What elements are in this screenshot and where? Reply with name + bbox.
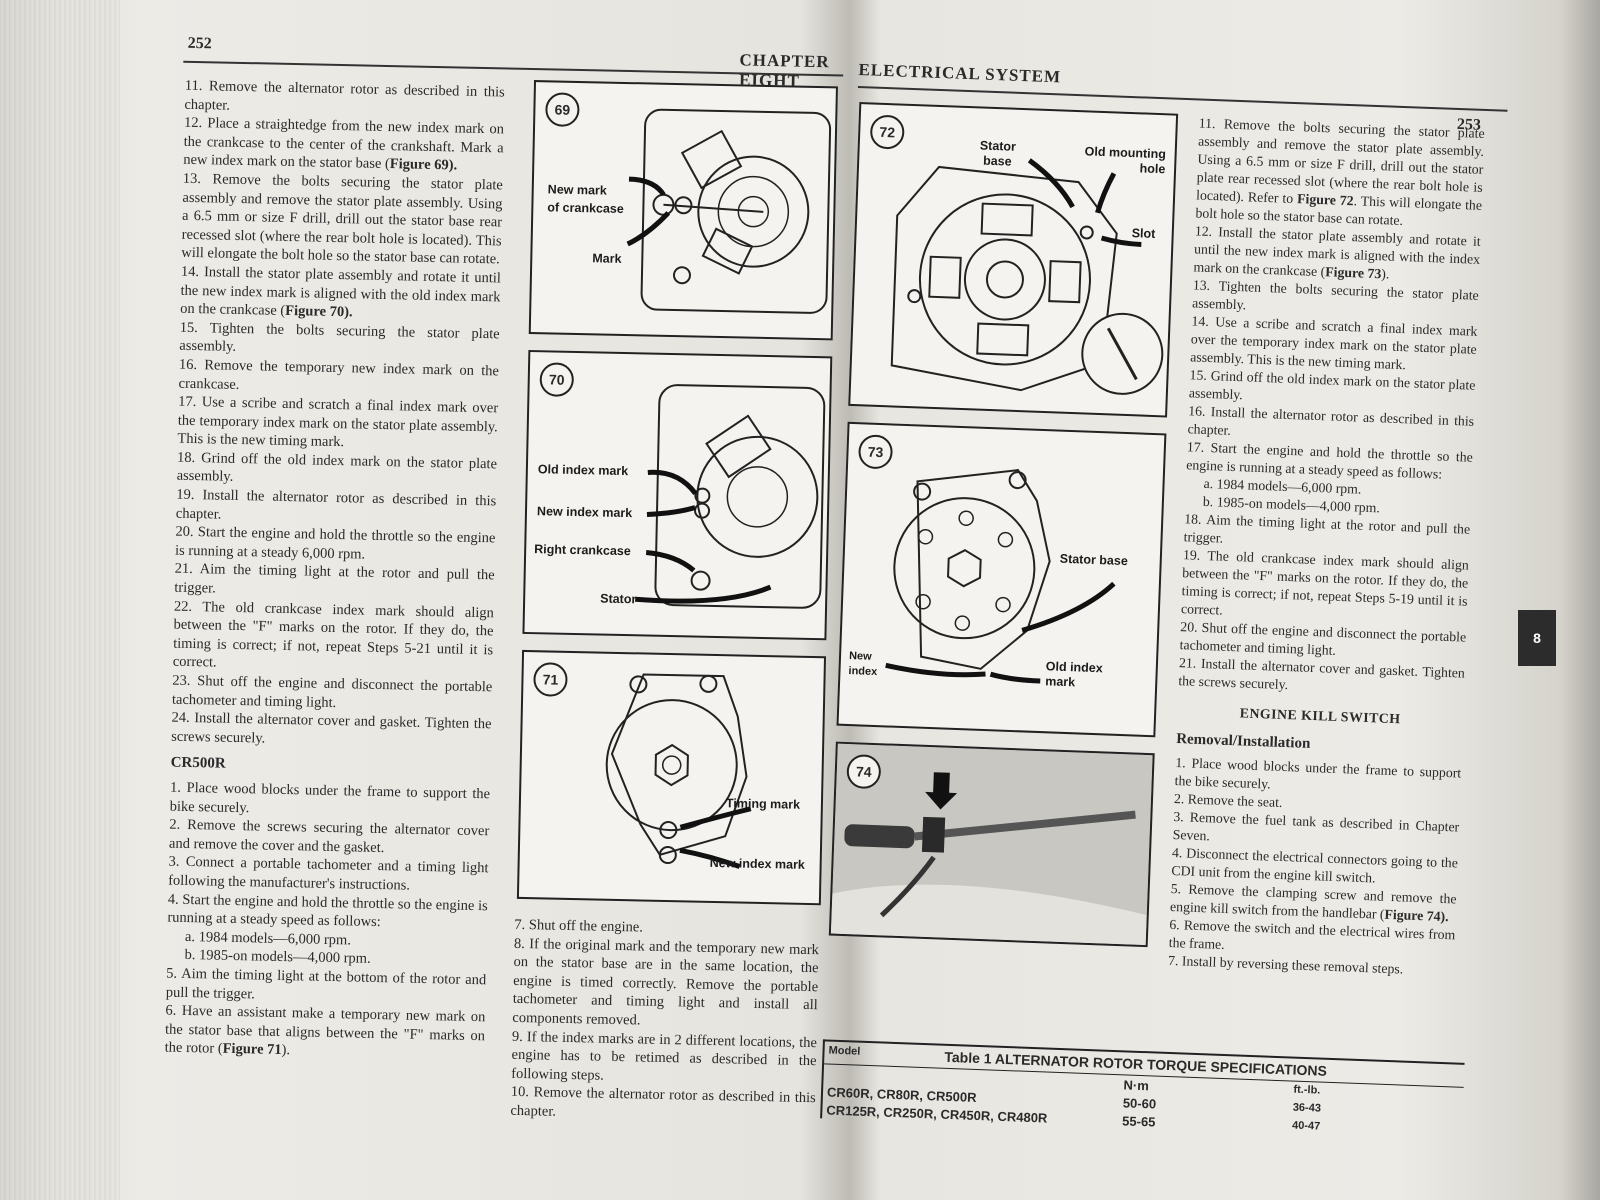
left-text-column-2: 7. Shut off the engine. 8. If the origin… (510, 916, 819, 1127)
right-page: ELECTRICAL SYSTEM 253 72 (817, 30, 1539, 1200)
step: 24. Install the alternator cover and gas… (171, 709, 492, 747)
step: 12. Place a straightedge from the new in… (183, 114, 505, 174)
section-heading-cr500r: CR500R (170, 754, 226, 773)
label-new-index-mark: New index mark (536, 504, 633, 521)
table-col-model: Model (828, 1044, 861, 1058)
subheading-removal: Removal/Installation (1175, 731, 1311, 752)
step: 3. Connect a portable tachometer and a t… (168, 853, 489, 894)
left-page-number: 252 (187, 34, 212, 53)
step: 19. The old crankcase index mark should … (1180, 547, 1470, 618)
step: 14. Install the stator plate assembly an… (179, 263, 502, 321)
step: 4. Start the engine and hold the throttl… (167, 891, 488, 931)
table-col-ftlb: ft.-lb. (1293, 1083, 1321, 1097)
label-mark: Mark (592, 251, 622, 266)
stator-drawing-icon (626, 108, 832, 314)
step: 17. Use a scribe and scratch a final ind… (177, 393, 499, 451)
book-edge (0, 0, 120, 1200)
step: 11. Remove the bolts securing the stator… (1195, 115, 1485, 229)
label-slot: Slot (1131, 226, 1156, 241)
right-text-column: 11. Remove the bolts securing the stator… (1168, 114, 1485, 980)
figure-74: 74 (828, 741, 1155, 948)
table-col-nm: N·m (1123, 1077, 1150, 1094)
step: 6. Have an assistant make a temporary ne… (164, 1002, 486, 1059)
label-new-index-mark: New index mark (709, 855, 805, 872)
label-old-index-mark: Old index mark (537, 462, 629, 479)
figure-70: 70 Old index mark New index mark Right c… (522, 349, 833, 641)
chapter-tab: 8 (1518, 610, 1556, 666)
step: 13. Remove the bolts securing the stator… (181, 170, 503, 268)
step: 10. Remove the alternator rotor as descr… (510, 1084, 816, 1120)
label-timing-mark: Timing mark (725, 796, 801, 812)
rotor-drawing-icon (605, 673, 752, 869)
left-text-column: 11. Remove the alternator rotor as descr… (164, 77, 505, 1064)
label-stator: Stator (600, 591, 637, 607)
left-page: 252 CHAPTER EIGHT 11. Remove the alterna… (126, 30, 850, 1200)
section-title: ELECTRICAL SYSTEM (858, 59, 1062, 87)
section-heading-kill-switch: ENGINE KILL SWITCH (1239, 705, 1401, 727)
step: 9. If the index marks are in 2 different… (511, 1028, 818, 1084)
step: 22. The old crankcase index mark should … (172, 598, 495, 671)
label-new-mark: New mark (547, 182, 607, 198)
stator-base-drawing-icon (885, 469, 1116, 684)
step: 8. If the original mark and the temporar… (512, 935, 820, 1029)
stator-plate-drawing-icon (890, 158, 1164, 395)
torque-table: Model Table 1 ALTERNATOR ROTOR TORQUE SP… (820, 1039, 1465, 1142)
label-of-crankcase: of crankcase (547, 200, 624, 216)
handlebar-photo-icon (830, 743, 1153, 946)
label-right-crankcase: Right crankcase (534, 542, 631, 559)
crankcase-drawing-icon (634, 384, 826, 609)
figure-71: 71 Timing mark New index mark (516, 649, 827, 906)
figure-69: 69 New mark of crankcase Mark (528, 80, 838, 341)
label-stator-base: Stator base (1059, 551, 1129, 569)
